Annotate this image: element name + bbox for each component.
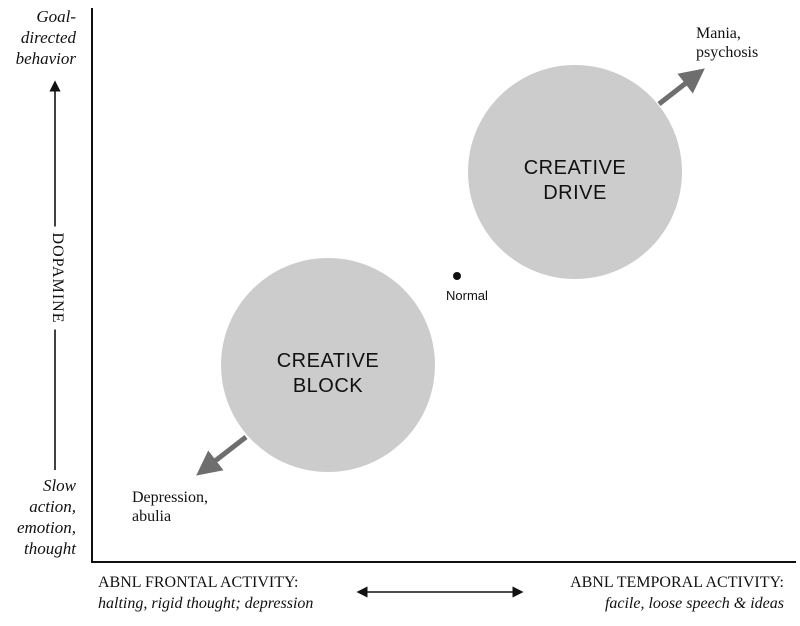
frontal-activity-label: ABNL FRONTAL ACTIVITY: halting, rigid th… [98, 574, 314, 612]
creative-drive-circle [468, 65, 682, 279]
creative-block-label: CREATIVE BLOCK [276, 350, 380, 397]
normal-label: Normal [446, 288, 488, 303]
depression-arrow [196, 435, 248, 476]
y-axis-bottom-label: Slow action, emotion, thought [16, 476, 76, 558]
creative-drive-label: CREATIVE DRIVE [523, 157, 627, 204]
creative-block-circle [221, 258, 435, 472]
mania-label: Mania, psychosis [696, 25, 759, 61]
depression-label: Depression, abulia [132, 489, 208, 525]
normal-point [453, 272, 461, 280]
dopamine-label: DOPAMINE [48, 226, 66, 330]
mania-arrow [657, 68, 705, 106]
y-axis-top-label: Goal- directed behavior [15, 7, 76, 68]
temporal-activity-label: ABNL TEMPORAL ACTIVITY: facile, loose sp… [570, 574, 784, 612]
